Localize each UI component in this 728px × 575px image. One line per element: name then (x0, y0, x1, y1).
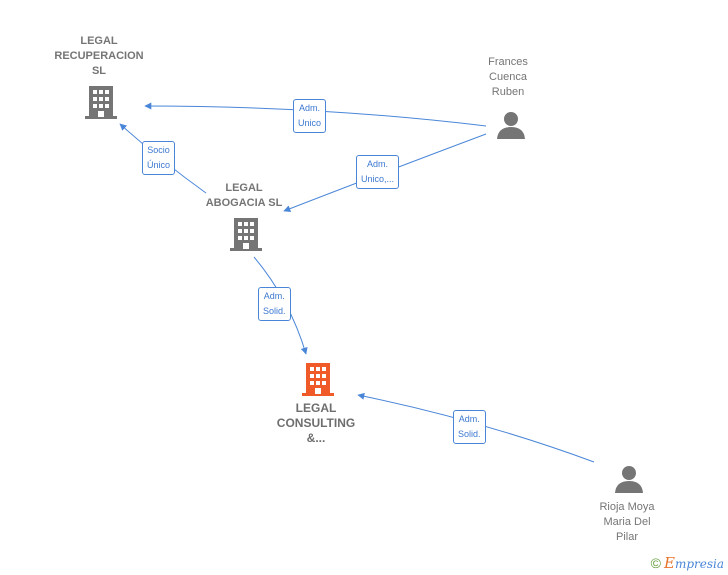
edge-label-line: Unico,... (361, 174, 395, 184)
edge-label-adm-solid[interactable]: Adm. Solid. (258, 287, 291, 321)
edge-label-line: Adm. (367, 159, 389, 169)
edge-label-line: Socio (147, 145, 170, 155)
edge-label-line: Adm. (458, 414, 480, 424)
edge-label-line: Adm. (263, 291, 285, 301)
edge-label-line: Adm. (299, 103, 321, 113)
node-label-line: SL (91, 65, 107, 77)
node-label-line: LEGAL (225, 182, 263, 194)
copyright-icon: © (650, 555, 661, 571)
edge-label-line: Solid. (458, 429, 481, 439)
edge-label-socio-unico[interactable]: Socio Único (142, 141, 176, 175)
building-icon[interactable] (85, 85, 117, 119)
node-label-line: Frances (488, 56, 528, 68)
node-label-line: &... (306, 431, 326, 445)
node-label-line: Maria Del (603, 516, 651, 528)
edge-label-line: Único (147, 160, 171, 170)
brand-initial: E (663, 554, 675, 572)
building-icon[interactable] (302, 362, 334, 396)
edge-label-adm-unico-etc[interactable]: Adm. Unico,... (356, 155, 400, 189)
node-label-line: Ruben (491, 86, 525, 98)
person-icon[interactable] (496, 110, 526, 140)
node-label-frances-cuenca: Frances Cuenca Ruben (488, 55, 528, 100)
node-label-line: ABOGACIA SL (205, 197, 283, 209)
brand-name: mpresia (674, 557, 724, 571)
node-label-line: LEGAL (80, 35, 118, 47)
edge-label-line: Solid. (263, 306, 286, 316)
edge-label-adm-unico[interactable]: Adm. Unico (293, 99, 327, 133)
edge-label-line: Unico (298, 118, 322, 128)
node-label-line: RECUPERACION (54, 50, 144, 62)
node-label-legal-abogacia: LEGAL ABOGACIA SL (206, 181, 283, 211)
node-label-line: CONSULTING (276, 416, 356, 430)
node-label-legal-recuperacion: LEGAL RECUPERACION SL (54, 34, 143, 79)
node-label-line: Rioja Moya (599, 501, 655, 513)
empresia-watermark: ©Empresia (651, 554, 724, 572)
edge-label-adm-solid[interactable]: Adm. Solid. (453, 410, 486, 444)
node-label-legal-consulting: LEGAL CONSULTING &... (277, 401, 355, 446)
node-label-line: Cuenca (489, 71, 527, 83)
node-label-line: Pilar (615, 531, 638, 543)
building-icon[interactable] (230, 217, 262, 251)
node-label-line: LEGAL (295, 401, 337, 415)
node-label-rioja-moya: Rioja Moya Maria Del Pilar (599, 500, 654, 545)
person-icon[interactable] (614, 464, 644, 494)
